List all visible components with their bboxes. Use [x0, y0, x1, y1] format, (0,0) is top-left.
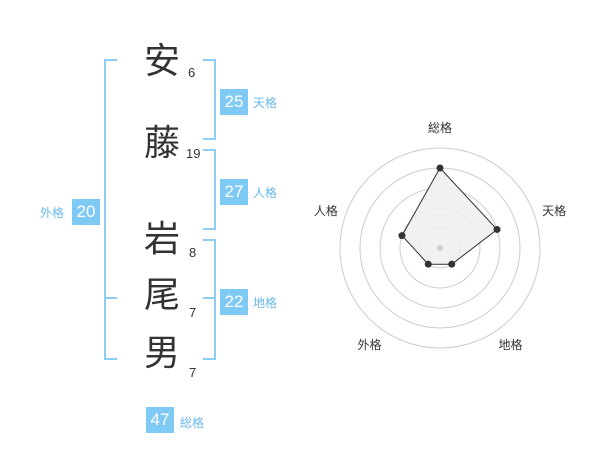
radar-axis-label: 人格 — [314, 203, 338, 218]
radar-axis-label: 地格 — [499, 337, 523, 352]
name-char-5: 男 — [143, 333, 180, 374]
name-char-1: 安 — [143, 41, 180, 82]
stroke-count-1: 6 — [188, 65, 196, 80]
chikaku-bracket — [203, 239, 216, 360]
tenkaku-value: 25 — [220, 89, 248, 115]
radar-point — [398, 232, 406, 240]
radar-polygon — [401, 167, 498, 265]
jinkaku-label: 人格 — [253, 186, 278, 200]
radar-ring — [339, 147, 541, 349]
stroke-count-5: 7 — [189, 365, 197, 380]
jinkaku-value: 27 — [220, 179, 248, 205]
name-char-2: 藤 — [143, 123, 180, 164]
chikaku-value: 22 — [220, 289, 248, 315]
stroke-count-4: 7 — [189, 305, 197, 320]
radar-axis-label: 総格 — [428, 120, 452, 135]
chikaku-label: 地格 — [253, 296, 278, 310]
gaikaku-bracket — [104, 59, 117, 360]
name-char-3: 岩 — [143, 219, 180, 260]
name-char-4: 尾 — [143, 275, 180, 316]
tenkaku-bracket — [203, 59, 216, 140]
soukaku-label: 総格 — [180, 416, 205, 430]
radar-axis-label: 天格 — [542, 203, 566, 218]
radar-point — [448, 260, 456, 268]
tenkaku-label: 天格 — [253, 96, 278, 110]
gaikaku-label: 外格 — [40, 206, 65, 220]
radar-points — [398, 164, 501, 268]
radar-point — [424, 260, 432, 268]
radar-axis-label: 外格 — [357, 337, 381, 352]
radar-point — [436, 164, 444, 172]
radar-point — [493, 225, 501, 233]
gaikaku-value: 20 — [72, 199, 100, 225]
soukaku-value: 47 — [146, 407, 174, 433]
stroke-count-2: 19 — [186, 146, 201, 161]
stroke-count-3: 8 — [189, 245, 197, 260]
radar-center-dot — [437, 245, 443, 251]
jinkaku-bracket — [203, 149, 216, 230]
